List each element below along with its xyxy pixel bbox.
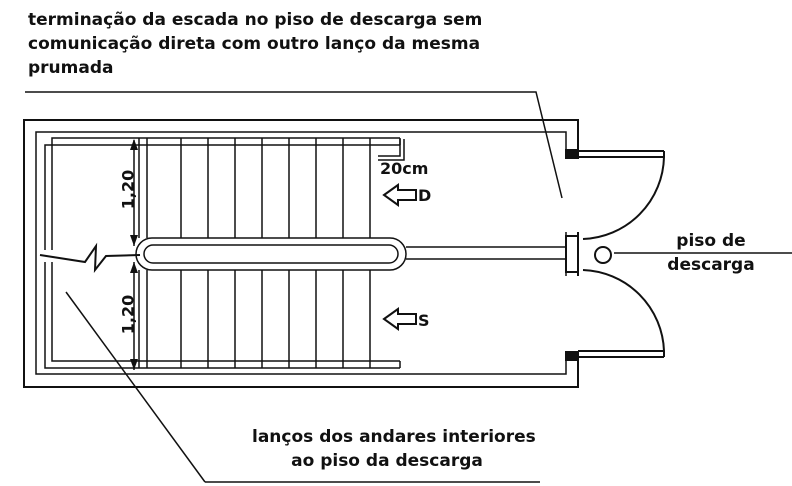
central-rail bbox=[135, 237, 566, 271]
upper-door bbox=[578, 150, 665, 240]
hollow-arrow-left-icon bbox=[382, 183, 417, 331]
stair-treads bbox=[138, 138, 371, 368]
lower-door bbox=[578, 269, 665, 358]
break-line bbox=[39, 242, 141, 274]
door-hinge bbox=[594, 246, 612, 264]
discharge-floor-label: piso de descarga bbox=[656, 229, 766, 277]
top-annotation-line: prumada bbox=[28, 58, 114, 78]
door-jambs bbox=[565, 149, 579, 361]
handrails bbox=[44, 137, 405, 369]
bottom-flight-width-dimension: 1,20 bbox=[118, 294, 138, 335]
discharge-floor-line: piso de bbox=[676, 231, 746, 251]
bottom-annotation: lanços dos andares interiores ao piso da… bbox=[252, 425, 536, 473]
top-annotation-line: terminação da escada no piso de descarga… bbox=[28, 10, 483, 30]
top-flight-width-dimension: 1,20 bbox=[118, 169, 138, 210]
direction-down-label: D bbox=[418, 186, 432, 205]
direction-up-label: S bbox=[418, 311, 430, 330]
leader-lines bbox=[25, 91, 792, 483]
bottom-annotation-line: lanços dos andares interiores bbox=[252, 427, 536, 447]
top-annotation-line: comunicação direta com outro lanço da me… bbox=[28, 34, 481, 54]
handrail-gap-dimension: 20cm bbox=[380, 159, 429, 178]
inner-wall bbox=[35, 131, 567, 375]
bottom-annotation-line: ao piso da descarga bbox=[291, 451, 483, 471]
top-annotation: terminação da escada no piso de descarga… bbox=[28, 8, 488, 80]
discharge-floor-line: descarga bbox=[667, 255, 755, 275]
